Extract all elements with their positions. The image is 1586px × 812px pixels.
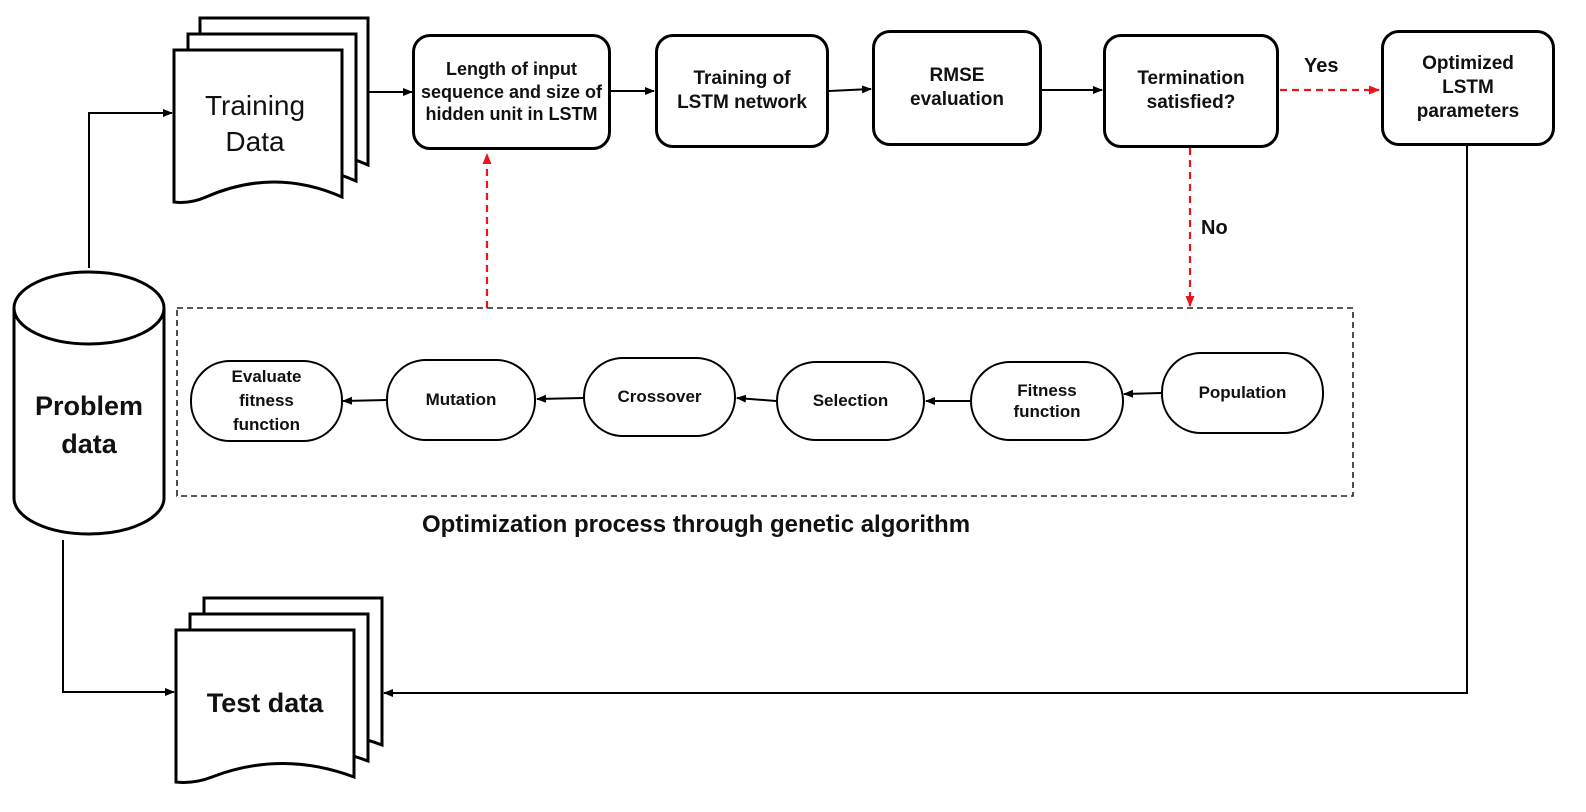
arrow-population-to-fitness (1123, 389, 1162, 398)
ga-caption: Optimization process through genetic alg… (422, 511, 971, 538)
no-label: No (1201, 217, 1228, 239)
arrow-problem-to-training (88, 109, 173, 268)
arrow-crossover-to-mutation (536, 394, 584, 403)
rmse-box: RMSE evaluation (872, 30, 1042, 146)
crossover-box: Crossover (583, 357, 736, 437)
optimized-lstm-box: Optimized LSTM parameters (1381, 30, 1555, 146)
arrow-problem-to-test (62, 540, 175, 696)
population-box: Population (1161, 352, 1324, 434)
training-data-label: Training Data (204, 90, 306, 158)
selection-box: Selection (776, 361, 925, 441)
fitness-function-box: Fitness function (970, 361, 1124, 441)
yes-label: Yes (1304, 55, 1339, 77)
arrow-selection-to-crossover (736, 394, 777, 403)
arrow-mutation-to-evaluate (342, 396, 387, 405)
test-data-label: Test data (206, 688, 324, 718)
problem-data-cylinder (12, 270, 166, 536)
length-input-box: Length of input sequence and size of hid… (412, 34, 611, 150)
training-lstm-box: Training of LSTM network (655, 34, 829, 148)
arrow-optimized-to-test (383, 146, 1468, 697)
mutation-box: Mutation (386, 359, 536, 441)
arrow-training-lstm-to-rmse (828, 85, 872, 94)
training-data-stack (172, 16, 370, 204)
test-data-stack (174, 596, 384, 784)
evaluate-fitness-box: Evaluate fitness function (190, 360, 343, 442)
termination-box: Termination satisfied? (1103, 34, 1279, 148)
ga-frame (176, 307, 1354, 497)
problem-data-label: Problem data (34, 391, 144, 459)
